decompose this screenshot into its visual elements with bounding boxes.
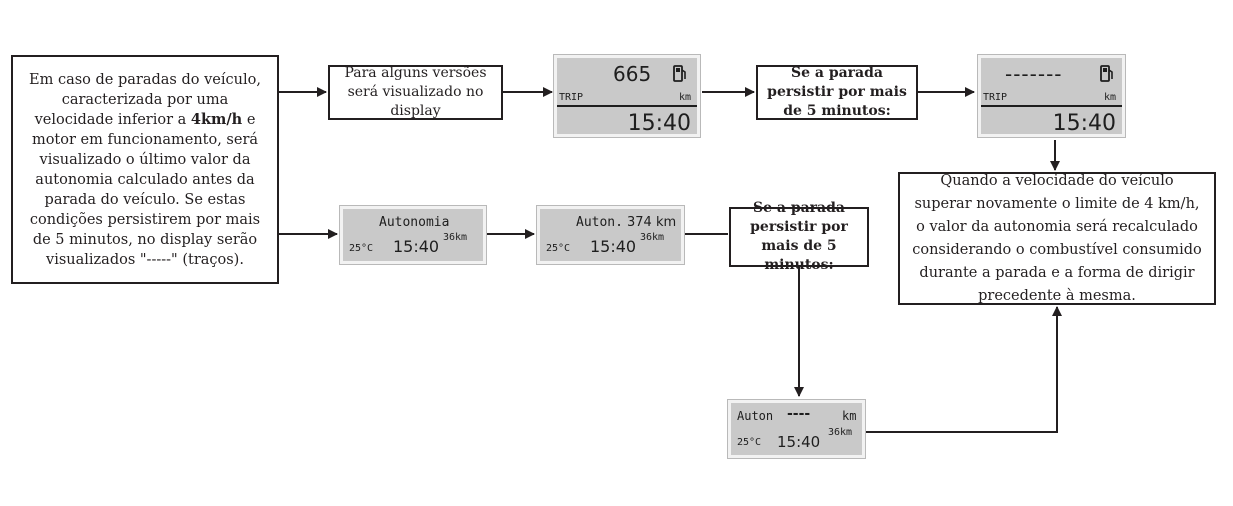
display-time: 15:40: [393, 237, 440, 256]
unit-label: km: [1103, 92, 1116, 103]
display-value: ----: [787, 406, 811, 422]
result-note-box: Quando a velocidade do veículo superar n…: [898, 172, 1216, 305]
display-title: Autonomia: [379, 215, 450, 230]
persist-note-bottom-box: Se a parada persistir por mais de 5 minu…: [729, 200, 869, 273]
display-time: 15:40: [590, 237, 637, 256]
temperature: 25°C: [349, 243, 374, 254]
display-value: 374 km: [627, 215, 677, 230]
persist-note-top-box: Se a parada persistir por mais de 5 minu…: [756, 65, 918, 120]
display-time: 15:40: [1052, 111, 1116, 136]
display-autonomia: Autonomia 25°C 15:40 36km: [339, 205, 487, 265]
odometer: 36km: [640, 232, 665, 243]
display-divider: [981, 105, 1122, 107]
display-time: 15:40: [627, 111, 691, 136]
display-trip-value: 665 TRIP km 15:40: [553, 54, 701, 138]
persist-note-bottom-text: Se a parada persistir por mais de 5 minu…: [750, 200, 848, 273]
display-auton-dashes: Auton ---- km 25°C 15:40 36km: [727, 399, 866, 459]
odometer: 36km: [828, 427, 853, 438]
temperature: 25°C: [546, 243, 571, 254]
unit-label: km: [842, 409, 857, 423]
display-value: 665: [613, 62, 652, 86]
result-note-text: Quando a velocidade do veículo superar n…: [912, 172, 1202, 304]
display-time: 15:40: [777, 433, 821, 451]
unit-label: km: [678, 92, 691, 103]
display-value: -------: [1005, 62, 1063, 86]
temperature: 25°C: [737, 437, 762, 448]
display-title: Auton.: [576, 215, 623, 230]
odometer: 36km: [443, 232, 468, 243]
trip-label: TRIP: [983, 92, 1008, 103]
display-divider: [557, 105, 697, 107]
persist-note-top-text: Se a parada persistir por mais de 5 minu…: [767, 65, 907, 119]
versions-note-box: Para alguns versões será visualizado no …: [328, 65, 503, 120]
versions-note-text: Para alguns versões será visualizado no …: [344, 65, 487, 119]
display-title: Auton: [737, 409, 774, 423]
trip-label: TRIP: [559, 92, 584, 103]
main-note-text: Em caso de paradas do veículo, caracteri…: [29, 71, 261, 268]
display-trip-dashes: ------- TRIP km 15:40: [977, 54, 1126, 138]
arrow-auton-dashes-to-result: [866, 306, 1062, 433]
display-auton-value: Auton. 374 km 25°C 15:40 36km: [536, 205, 685, 265]
main-note-box: Em caso de paradas do veículo, caracteri…: [11, 55, 279, 284]
